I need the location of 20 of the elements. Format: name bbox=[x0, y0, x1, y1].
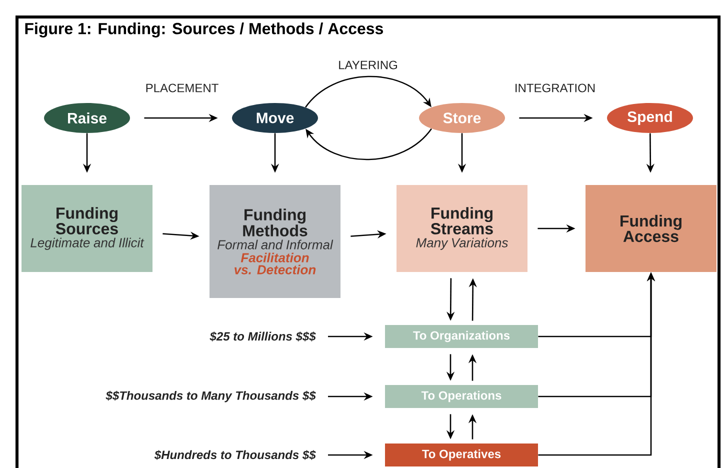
level-box: To Operatives bbox=[385, 444, 538, 466]
stage-oval: Move bbox=[232, 103, 318, 133]
stage-box: Funding Access bbox=[586, 185, 716, 272]
stage-oval: Raise bbox=[44, 103, 130, 133]
stage-oval: Store bbox=[419, 103, 505, 133]
title: Figure 1: Funding: Sources / Methods / Access bbox=[25, 22, 383, 38]
amount-text: $25 to Millions $$$ bbox=[210, 332, 316, 342]
amount-text: $$Thousands to Many Thousands $$ bbox=[106, 390, 316, 402]
stage-box: Funding Streams Many Variations bbox=[396, 185, 528, 272]
amount-text: $Hundreds to Thousands $$ bbox=[154, 450, 316, 460]
stage-oval: Spend bbox=[607, 103, 693, 133]
level-box: To Operations bbox=[385, 385, 538, 408]
arrow bbox=[305, 76, 432, 108]
edge-label: LAYERING bbox=[337, 60, 399, 70]
level-box: To Organizations bbox=[385, 325, 538, 348]
edge-label: PLACEMENT bbox=[144, 82, 220, 94]
edge-label: INTEGRATION bbox=[513, 82, 597, 94]
stage-box: Funding Methods Formal and Informal Facilitation vs. Detection bbox=[210, 185, 340, 298]
stage-box: Funding Sources Legitimate and Illicit bbox=[22, 185, 152, 272]
arrow bbox=[306, 128, 432, 160]
